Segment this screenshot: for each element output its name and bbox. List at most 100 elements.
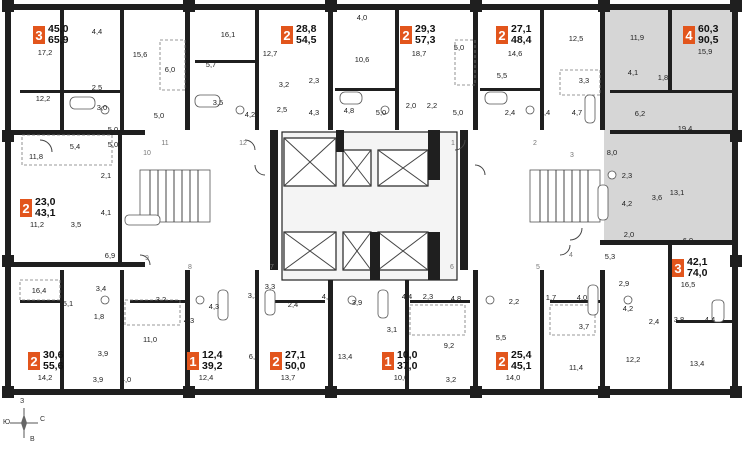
stair-number: 10 [143, 150, 151, 157]
stair-number: 6 [450, 264, 454, 271]
room-area: 13,7 [281, 373, 296, 382]
living-area: 60,3 [698, 23, 719, 35]
room-area: 6,2 [635, 109, 645, 118]
living-area: 28,8 [296, 23, 317, 35]
living-area: 12,4 [202, 349, 223, 361]
room-area: 4,4 [705, 315, 715, 324]
compass-rose-icon [10, 408, 38, 438]
room-count: 2 [270, 352, 282, 370]
room-area: 4,0 [577, 293, 587, 302]
room-area: 6,9 [105, 251, 115, 260]
room-count: 1 [382, 352, 394, 370]
stair-number: 1 [451, 140, 455, 147]
room-area: 10,6 [355, 55, 370, 64]
room-area: 3,9 [352, 298, 362, 307]
room-area: 13,4 [690, 359, 705, 368]
room-area: 11,9 [630, 33, 644, 42]
stair-number: 11 [161, 140, 168, 147]
room-area: 4,2 [623, 304, 633, 313]
room-area: 12,7 [263, 49, 278, 58]
room-area: 2,4 [288, 300, 298, 309]
room-area: 13,1 [670, 188, 685, 197]
room-area: 2,1 [101, 171, 111, 180]
room-area: 4,0 [121, 375, 131, 384]
door-swings [39, 139, 583, 266]
room-count: 3 [672, 259, 684, 277]
room-area: 1,7 [546, 293, 556, 302]
room-area: 4,3 [184, 316, 194, 325]
room-area: 14,0 [506, 373, 521, 382]
room-area: 3,2 [446, 375, 456, 384]
stair-number: 3 [570, 152, 574, 159]
elevator-core [281, 130, 458, 281]
room-area: 9,2 [444, 341, 454, 350]
room-area: 4,2 [245, 110, 255, 119]
room-area: 5,4 [540, 108, 550, 117]
room-area: 2,9 [619, 279, 629, 288]
room-area: 2,3 [423, 292, 433, 301]
room-area: 5,5 [497, 71, 507, 80]
total-area: 45,1 [511, 360, 532, 372]
room-area: 5,0 [454, 43, 464, 52]
room-area: 10,0 [394, 373, 409, 382]
total-area: 74,0 [687, 267, 708, 279]
room-area: 2,5 [92, 83, 102, 92]
room-count: 4 [683, 26, 695, 44]
room-area: 3,1 [248, 291, 258, 300]
inner-walls [10, 10, 735, 390]
room-area-labels: 17,2 4,4 15,6 6,0 5,7 16,1 12,7 3,2 2,3 … [29, 13, 715, 384]
room-area: 5,0 [453, 108, 463, 117]
room-area: 18,7 [412, 49, 427, 58]
room-area: 16,5 [681, 280, 696, 289]
room-area: 2,3 [309, 76, 319, 85]
room-area: 5,0 [154, 111, 164, 120]
room-area: 2,2 [427, 101, 437, 110]
room-area: 12,5 [569, 34, 584, 43]
room-area: 3,5 [213, 98, 223, 107]
room-area: 3,3 [579, 76, 589, 85]
stair-number: 5 [536, 264, 540, 271]
room-area: 3,2 [156, 295, 166, 304]
stair-numbers: 1 2 3 4 5 6 7 8 9 10 11 12 [143, 140, 574, 271]
living-area: 45,0 [48, 23, 69, 35]
living-area: 25,4 [511, 349, 532, 361]
total-area: 57,3 [415, 34, 436, 46]
room-count: 2 [20, 199, 32, 217]
total-area: 55,6 [43, 360, 64, 372]
room-count: 1 [187, 352, 199, 370]
room-area: 2,3 [622, 171, 632, 180]
total-area: 48,4 [511, 34, 532, 46]
room-area: 6,0 [165, 65, 175, 74]
room-area: 4,4 [402, 292, 412, 301]
room-area: 1,8 [658, 73, 668, 82]
room-area: 4,2 [622, 199, 632, 208]
room-area: 3,6 [652, 193, 662, 202]
room-area: 5,0 [108, 140, 118, 149]
total-area: 65,9 [48, 34, 69, 46]
room-area: 16,1 [221, 30, 236, 39]
outer-walls [2, 0, 742, 398]
room-count: 3 [33, 26, 45, 44]
total-area: 37,0 [397, 360, 418, 372]
room-area: 17,2 [38, 48, 53, 57]
room-area: 12,4 [199, 373, 214, 382]
room-area: 4,1 [628, 68, 638, 77]
room-area: 3,8 [674, 315, 684, 324]
living-area: 30,6 [43, 349, 64, 361]
room-area: 3,9 [98, 349, 108, 358]
living-area: 42,1 [687, 256, 708, 268]
room-area: 11,4 [569, 363, 583, 372]
